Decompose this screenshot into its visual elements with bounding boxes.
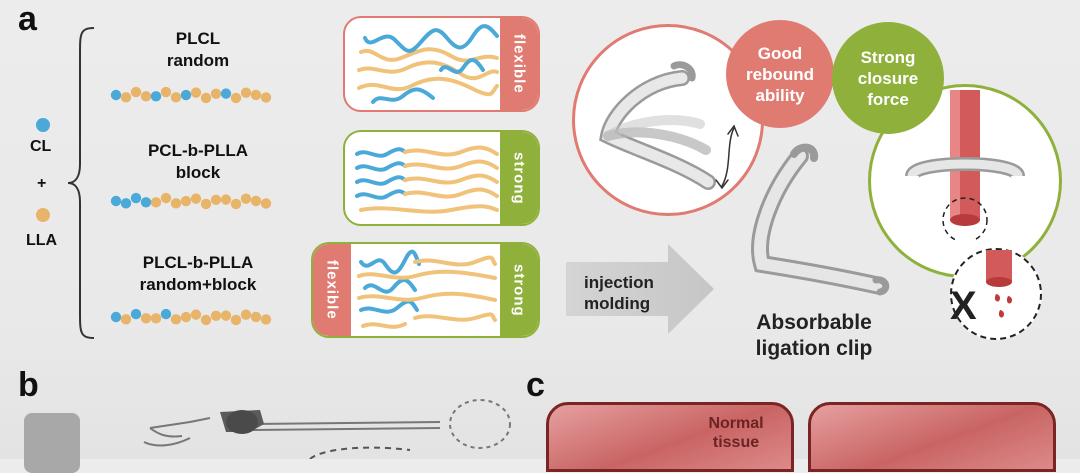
chain-block — [110, 192, 272, 210]
chain-bead — [200, 92, 212, 104]
clip-applicator-icon — [143, 399, 511, 459]
chain-bead — [190, 87, 202, 98]
plus-sign: + — [37, 175, 47, 192]
chain-bead — [220, 194, 232, 205]
structure-box-random: flexible — [343, 16, 540, 112]
chain-bead — [220, 310, 232, 321]
chain-bead — [240, 309, 252, 320]
tag-flexible-1: flexible — [500, 18, 538, 110]
random-chains-icon — [357, 24, 499, 104]
random-block-chains-icon — [357, 249, 497, 329]
lla-dot — [36, 208, 50, 222]
chain-bead — [120, 92, 132, 103]
cl-dot — [36, 118, 50, 132]
block-chains-icon — [355, 145, 499, 214]
cl-label: CL — [30, 138, 52, 155]
chain-bead — [130, 308, 142, 320]
injection-arrow-icon — [566, 244, 714, 334]
chain-random-block — [110, 308, 272, 326]
chain-bead — [230, 198, 242, 210]
chain-bead — [150, 313, 162, 324]
chain-bead — [170, 198, 182, 209]
chain-bead — [130, 86, 142, 98]
chain-bead — [260, 92, 272, 103]
chain-bead — [220, 88, 232, 99]
structure-box-random-block: flexible strong — [311, 242, 540, 338]
panel-label-a: a — [18, 0, 37, 38]
chain-bead — [210, 194, 222, 205]
chain-bead — [250, 195, 262, 207]
tag-flexible-2: flexible — [313, 244, 351, 336]
chain-bead — [200, 314, 212, 326]
chain-bead — [200, 198, 212, 210]
chain-bead — [110, 311, 122, 323]
chain-bead — [160, 86, 172, 98]
chain-bead — [180, 89, 192, 101]
chain-bead — [110, 195, 122, 207]
chain-bead — [260, 198, 272, 209]
panel-label-b: b — [18, 366, 39, 404]
tag-strong-2: strong — [500, 244, 538, 336]
chain-bead — [130, 192, 142, 204]
chain-bead — [240, 193, 252, 204]
structure-box-block: strong — [343, 130, 540, 226]
chain-bead — [110, 89, 122, 101]
panel-label-c: c — [526, 366, 545, 404]
chain-bead — [140, 313, 152, 324]
chain-bead — [140, 197, 152, 208]
chain-bead — [120, 314, 132, 325]
ligation-clip-icon — [751, 143, 890, 296]
chain-bead — [180, 195, 192, 207]
chain-bead — [190, 193, 202, 204]
chain-bead — [260, 314, 272, 325]
fail-mark: X — [950, 284, 977, 328]
chain-bead — [210, 88, 222, 99]
bending-clip-icon — [599, 61, 739, 190]
chain-bead — [140, 91, 152, 102]
chain-bead — [180, 311, 192, 323]
lla-label: LLA — [26, 232, 58, 249]
chain-bead — [150, 197, 162, 208]
panel-b-gray-block — [24, 413, 80, 473]
chain-bead — [150, 91, 162, 102]
chain-bead — [170, 314, 182, 325]
chain-bead — [250, 311, 262, 323]
chain-random — [110, 86, 272, 104]
brace-icon — [67, 27, 95, 339]
bleeding-vessel-icon — [986, 250, 1012, 318]
chain-bead — [190, 309, 202, 320]
chain-bead — [160, 308, 172, 320]
chain-bead — [230, 92, 242, 104]
tag-strong-1: strong — [500, 132, 538, 224]
chain-bead — [160, 192, 172, 204]
tissue-panel-2 — [808, 402, 1056, 472]
chain-bead — [230, 314, 242, 326]
chain-bead — [250, 89, 262, 101]
chain-bead — [120, 198, 132, 209]
chain-bead — [210, 310, 222, 321]
chain-bead — [170, 92, 182, 103]
chain-bead — [240, 87, 252, 98]
vessel-clip-icon — [905, 90, 1025, 240]
